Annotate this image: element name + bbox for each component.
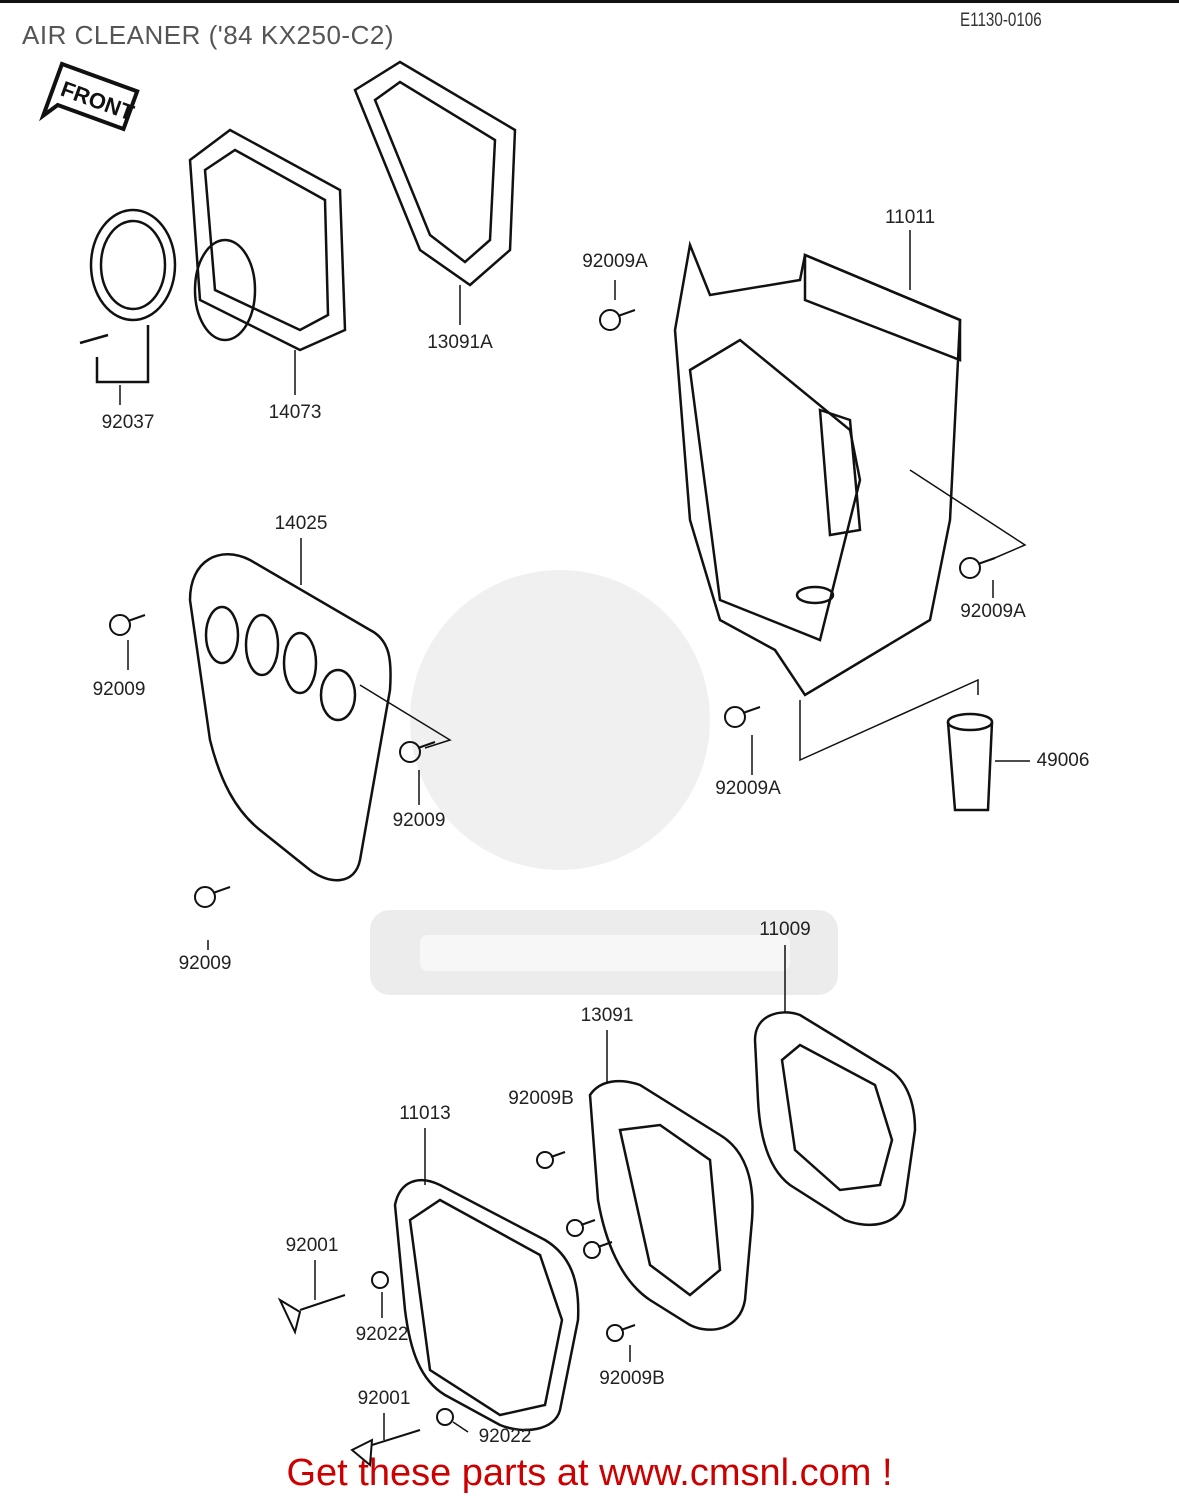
part-label: 92001 bbox=[357, 1388, 411, 1409]
part-14073-duct bbox=[188, 128, 347, 395]
part-label: 92009A bbox=[960, 601, 1026, 622]
part-label: 92022 bbox=[478, 1426, 532, 1447]
part-49006-drain-plug bbox=[946, 712, 1030, 812]
part-label: 11011 bbox=[884, 207, 936, 228]
part-label: 92037 bbox=[101, 412, 155, 433]
part-label: 14025 bbox=[274, 513, 328, 534]
part-label: 92009B bbox=[508, 1088, 574, 1109]
part-label: 11013 bbox=[399, 1103, 451, 1124]
part-11009-gasket bbox=[753, 945, 917, 1227]
part-14025-plate bbox=[188, 538, 452, 882]
part-label: 13091 bbox=[580, 1005, 634, 1026]
part-13091-frame bbox=[588, 1030, 754, 1331]
footer-link[interactable]: Get these parts at www.cmsnl.com ! bbox=[286, 1452, 893, 1494]
part-label: 11009 bbox=[759, 919, 811, 940]
diagram-title: AIR CLEANER ('84 KX250-C2) bbox=[22, 20, 394, 50]
bolt-icons bbox=[109, 280, 996, 1362]
watermark-logo bbox=[370, 570, 838, 995]
part-label: 92009 bbox=[92, 679, 146, 700]
part-label: 13091A bbox=[427, 332, 493, 353]
part-label: 92009 bbox=[392, 810, 446, 831]
part-label: 14073 bbox=[268, 402, 322, 423]
part-label: 92009 bbox=[178, 953, 232, 974]
wing-bolts bbox=[277, 1260, 469, 1468]
part-label: 92022 bbox=[355, 1324, 409, 1345]
part-92037-clamp bbox=[79, 208, 177, 405]
part-label: 92009B bbox=[599, 1368, 665, 1389]
part-13091A-gasket bbox=[353, 60, 517, 325]
top-border bbox=[0, 0, 1179, 3]
part-11011-air-cleaner-case bbox=[673, 230, 1027, 762]
diagram-code: E1130-0106 bbox=[960, 10, 1042, 31]
part-label: 92009A bbox=[582, 251, 648, 272]
part-11013-element bbox=[393, 1128, 580, 1432]
front-arrow-icon: FRONT bbox=[39, 61, 140, 132]
part-label: 49006 bbox=[1036, 750, 1090, 771]
part-label: 92001 bbox=[285, 1235, 339, 1256]
part-label: 92009A bbox=[715, 778, 781, 799]
